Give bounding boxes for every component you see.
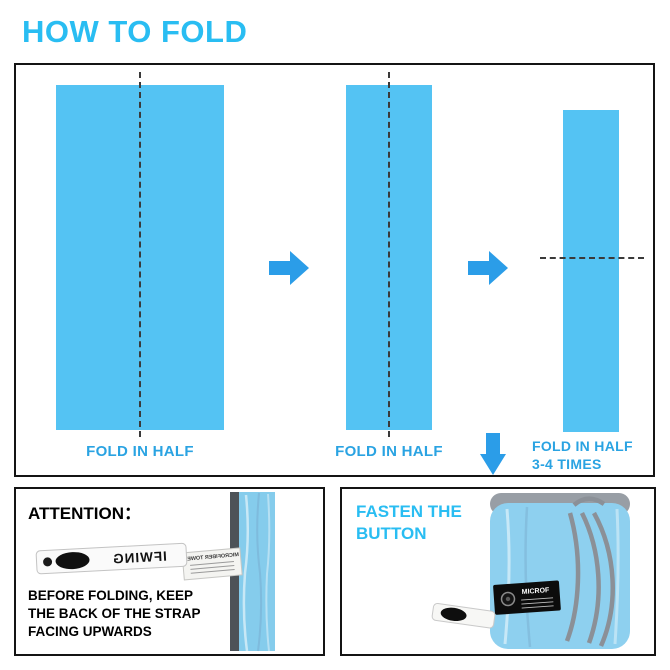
attention-note-line1: BEFORE FOLDING, KEEP (28, 588, 194, 603)
step-label-3-line2: 3-4 TIMES (532, 456, 602, 472)
tag-brand-text: MICROF (522, 587, 551, 596)
fasten-title: FASTEN THE BUTTON (356, 501, 462, 545)
fold-steps-panel: FOLD IN HALF FOLD IN HALF FOLD IN HALF 3… (14, 63, 655, 477)
fasten-panel: MICROF FASTEN THE BUTTON (340, 487, 656, 656)
step-label-1: FOLD IN HALF (86, 443, 194, 460)
attention-note: BEFORE FOLDING, KEEP THE BACK OF THE STR… (28, 587, 201, 641)
strap-back-illustration: MICROFIBER TOWEL IFWING (35, 492, 275, 652)
strap-brand-text: IFWING (112, 549, 167, 567)
attention-note-line3: FACING UPWARDS (28, 624, 152, 639)
care-tag-text: MICROFIBER TOWEL (183, 552, 239, 563)
fold-line-2 (388, 72, 390, 437)
step-label-3: FOLD IN HALF 3-4 TIMES (532, 437, 652, 473)
fastened-towel-illustration: MICROF (431, 493, 630, 649)
strap: IFWING (35, 542, 188, 575)
step-label-2: FOLD IN HALF (335, 443, 443, 460)
arrow-right-icon (468, 251, 508, 285)
snap-stud (43, 557, 53, 567)
strap-end (431, 603, 496, 629)
towel-step-3 (563, 110, 619, 432)
drawstring-ropes (564, 496, 615, 647)
page-title: HOW TO FOLD (22, 14, 248, 49)
strap-logo-oval (440, 607, 467, 622)
arrow-right-icon (269, 251, 309, 285)
button-tag: MICROF (493, 580, 561, 615)
care-tag: MICROFIBER TOWEL (181, 547, 243, 581)
brand-logo-oval (55, 552, 90, 570)
fold-line-3 (540, 257, 644, 259)
attention-panel: MICROFIBER TOWEL IFWING ATTENTION： BEFOR… (14, 487, 325, 656)
attention-note-line2: THE BACK OF THE STRAP (28, 606, 201, 621)
fold-line-1 (139, 72, 141, 437)
arrow-down-icon (480, 433, 506, 475)
fasten-title-line1: FASTEN THE (356, 502, 462, 521)
step-label-3-line1: FOLD IN HALF (532, 438, 633, 454)
attention-title: ATTENTION： (28, 504, 142, 523)
fasten-title-line2: BUTTON (356, 524, 427, 543)
